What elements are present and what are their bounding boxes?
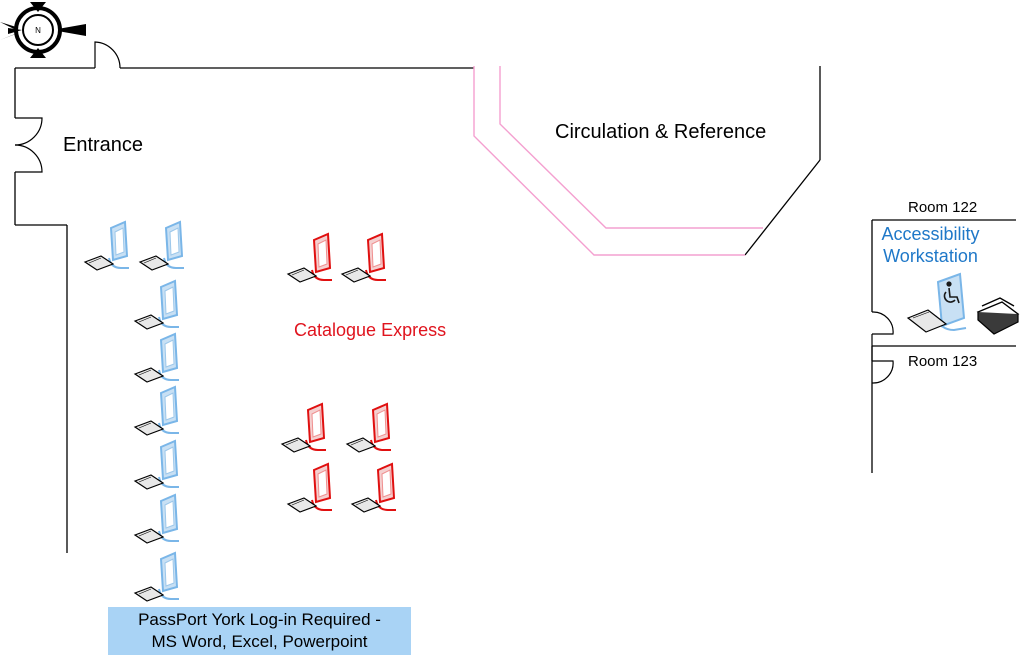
wheelchair-icon: [943, 281, 960, 304]
computer-icon: [134, 280, 180, 330]
computer-icon: [134, 494, 180, 544]
accessibility-label: Accessibility Workstation: [881, 224, 980, 266]
circulation-label: Circulation & Reference: [555, 121, 767, 143]
passport-line-2: MS Word, Excel, Powerpoint: [151, 632, 368, 651]
computer-icon: [287, 233, 333, 283]
passport-line-1: PassPort York Log-in Required -: [138, 610, 381, 629]
entrance-label: Entrance: [63, 134, 144, 156]
computer-icon: [134, 440, 180, 490]
accessibility-workstation: [906, 272, 1020, 335]
room-122-label: Room 122: [908, 199, 978, 216]
room-123-label: Room 123: [908, 353, 978, 370]
computer-icon: [84, 221, 130, 271]
scanner-icon: [976, 297, 1020, 335]
computer-icon: [287, 463, 333, 513]
computer-icon: [281, 403, 327, 453]
computer-icon: [134, 552, 180, 602]
compass-icon: N: [0, 2, 86, 58]
compass-letter: N: [35, 26, 41, 35]
passport-info-box: PassPort York Log-in Required - MS Word,…: [108, 607, 411, 655]
passport-computers: [84, 221, 185, 602]
computer-icon: [139, 221, 185, 271]
catalogue-computers: [281, 233, 397, 513]
computer-icon: [134, 333, 180, 383]
computer-icon: [346, 403, 392, 453]
walls: [14, 66, 1016, 553]
computer-icon: [341, 233, 387, 283]
circulation-counter: [473, 66, 763, 256]
doors: [14, 41, 894, 384]
catalogue-label: Catalogue Express: [294, 320, 447, 340]
computer-icon: [351, 463, 397, 513]
computer-icon: [134, 386, 180, 436]
